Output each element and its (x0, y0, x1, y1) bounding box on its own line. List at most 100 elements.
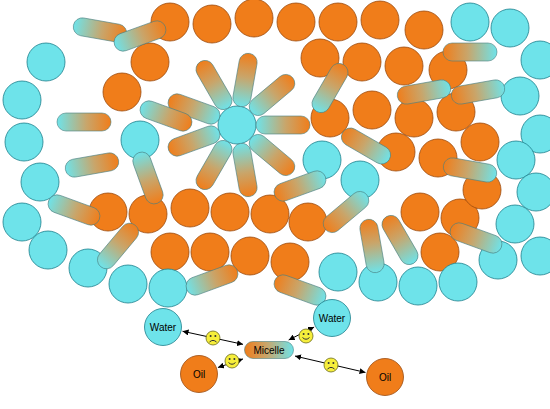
node-circle (367, 359, 404, 396)
water-molecule (451, 3, 489, 41)
face-eye (214, 335, 216, 337)
double-arrow (295, 356, 366, 372)
face-eye (307, 333, 309, 335)
face-mouth (303, 338, 310, 340)
frowny-face (206, 331, 220, 345)
oil-molecule (361, 1, 399, 39)
oil-node: Oil (366, 358, 404, 396)
face-ring (324, 358, 338, 372)
smiley-face (299, 329, 313, 343)
face-eye (303, 333, 305, 335)
surfactant-rod (57, 113, 111, 131)
surfactant-rod (64, 151, 120, 178)
oil-molecule (289, 203, 327, 241)
oil-molecule (461, 123, 499, 161)
face-mouth (229, 363, 236, 365)
surfactant-rod (442, 156, 498, 183)
node-label: Oil (379, 372, 391, 383)
surfactant-rod (130, 150, 165, 207)
frowny-face (324, 358, 338, 372)
water-molecule (3, 203, 41, 241)
surfactant-rod (272, 168, 329, 203)
surfactant-rod (94, 220, 142, 273)
surfactant-rod (184, 262, 241, 297)
face-mouth (210, 340, 217, 342)
water-group (3, 3, 550, 307)
surfactant-rod (358, 218, 385, 274)
surfactant-rod (338, 125, 394, 168)
water-molecule (497, 141, 535, 179)
surfactant-rod (138, 98, 195, 133)
face-ring (299, 329, 313, 343)
surfactant-rod (450, 78, 506, 105)
node-label: Micelle (253, 345, 284, 356)
rod-group (46, 16, 507, 307)
double-arrow (218, 359, 243, 368)
water-molecule (5, 123, 43, 161)
node-label: Water (319, 313, 345, 324)
node-label: Oil (193, 369, 205, 380)
surfactant-rod (443, 43, 497, 61)
surfactant-rod (272, 272, 329, 307)
oil-molecule (211, 193, 249, 231)
water-molecule (29, 231, 67, 269)
oil-molecule (235, 0, 273, 37)
oil-group (89, 0, 501, 281)
oil-molecule (343, 43, 381, 81)
oil-molecule (353, 91, 391, 129)
face-eye (229, 358, 231, 360)
node-label: Water (150, 322, 176, 333)
double-arrow (289, 327, 314, 340)
node-circle (145, 309, 182, 346)
smiley-face (225, 354, 239, 368)
oil-molecule (103, 73, 141, 111)
face-mouth (328, 367, 335, 369)
surfactant-rod (193, 57, 236, 113)
oil-node: Oil (180, 355, 218, 393)
surfactant-rod (379, 212, 422, 268)
water-molecule (149, 269, 187, 307)
oil-molecule (277, 3, 315, 41)
surfactant-rod (231, 142, 258, 198)
oil-molecule (385, 47, 423, 85)
surfactant-rod (246, 71, 299, 119)
water-molecule (3, 81, 41, 119)
face-eye (233, 358, 235, 360)
oil-molecule (151, 233, 189, 271)
face-ring (225, 354, 239, 368)
oil-molecule (395, 99, 433, 137)
water-molecule (319, 253, 357, 291)
surfactant-rod (256, 116, 310, 134)
micelle-node: Micelle (244, 341, 294, 359)
surfactant-rod (309, 60, 352, 116)
oil-molecule (191, 233, 229, 271)
oil-molecule (319, 3, 357, 41)
water-molecule (218, 106, 256, 144)
surfactant-rod (112, 18, 169, 53)
water-molecule (21, 163, 59, 201)
surfactant-rod (396, 78, 452, 105)
face-ring (206, 331, 220, 345)
face-eye (328, 362, 330, 364)
water-molecule (521, 237, 550, 275)
surfactant-rod (448, 220, 505, 255)
oil-molecule (171, 189, 209, 227)
oil-molecule (271, 243, 309, 281)
oil-molecule (405, 11, 443, 49)
node-rod (245, 342, 294, 359)
face-eye (332, 362, 334, 364)
double-arrow (183, 331, 243, 344)
oil-molecule (131, 43, 169, 81)
water-molecule (491, 9, 529, 47)
water-node: Water (144, 308, 182, 346)
water-molecule (521, 41, 550, 79)
water-molecule (27, 43, 65, 81)
water-molecule (501, 77, 539, 115)
water-molecule (399, 267, 437, 305)
node-circle (314, 300, 351, 337)
surfactant-rod (46, 192, 103, 227)
water-molecule (439, 263, 477, 301)
water-molecule (496, 205, 534, 243)
face-eye (210, 335, 212, 337)
